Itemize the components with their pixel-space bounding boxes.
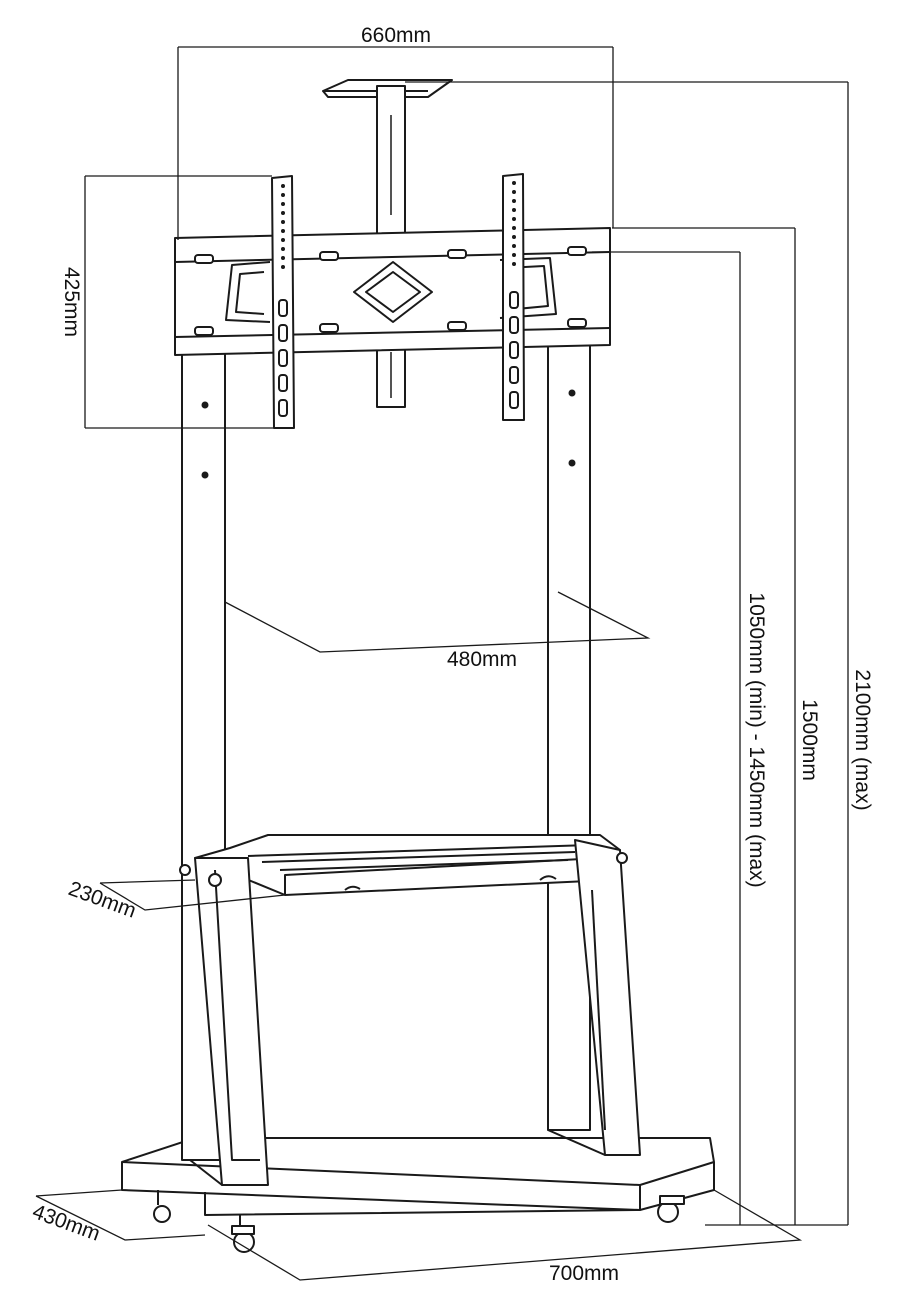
base-platform (121, 1137, 715, 1216)
tv-mount-plate (174, 227, 611, 356)
depth-480-label: 480mm (447, 648, 517, 671)
height-range-label: 1050mm (min) - 1450mm (max) (745, 592, 768, 887)
base-depth-430-label: 430mm (29, 1200, 103, 1246)
right-vesa-rail (502, 173, 525, 421)
caster-wheel-front (231, 1215, 255, 1253)
height-425-label: 425mm (60, 267, 83, 337)
left-shelf-bracket (179, 857, 269, 1186)
caster-wheel-right (657, 1195, 685, 1223)
width-660-label: 660mm (361, 24, 431, 47)
left-vesa-rail (271, 175, 295, 429)
height-1500-label: 1500mm (798, 699, 821, 781)
right-shelf-bracket (547, 839, 641, 1156)
dimension-lines (35, 46, 849, 1281)
caster-wheel-left (153, 1190, 171, 1223)
right-column (547, 344, 591, 1131)
shelf (194, 834, 621, 896)
base-width-700-label: 700mm (549, 1262, 619, 1285)
height-max-label: 2100mm (max) (851, 669, 874, 810)
